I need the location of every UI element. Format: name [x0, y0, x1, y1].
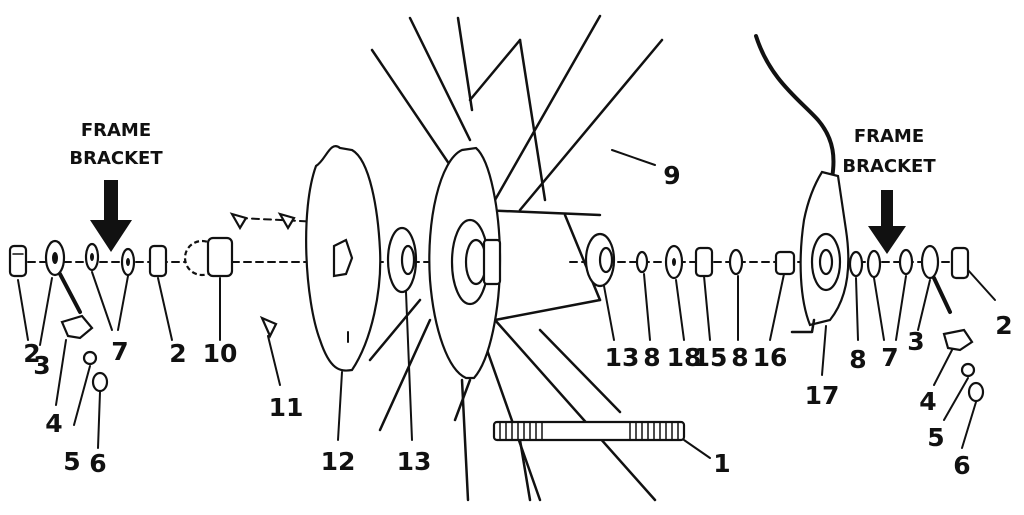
frame-bracket-right-line1: FRAME [854, 126, 924, 147]
frame-bracket-left-line2: BRACKET [69, 148, 163, 169]
washer-8-b [728, 248, 744, 276]
washer-5-left [82, 350, 98, 366]
callout-6: 6 [953, 451, 970, 480]
callout-17: 17 [805, 381, 840, 410]
callout-5: 5 [63, 447, 80, 476]
hub-13-left [386, 226, 418, 294]
callout-9: 9 [663, 161, 680, 190]
hub-13-right [584, 232, 616, 288]
washer-7-left-b [120, 247, 136, 277]
eye-bolt-3-left [44, 239, 82, 314]
washer-7-right-a [866, 249, 882, 279]
eye-bolt-3-right [920, 244, 952, 314]
callout-3: 3 [33, 351, 50, 380]
callout-12: 12 [321, 447, 356, 476]
callout-16: 16 [753, 343, 788, 372]
nut-15 [694, 246, 714, 278]
brake-cable [754, 34, 836, 180]
wheel-hub-assembly [428, 146, 502, 380]
callout-7: 7 [881, 343, 898, 372]
washer-7-left-a [84, 242, 100, 272]
callout-1: 1 [713, 449, 730, 478]
callout-2: 2 [995, 311, 1012, 340]
nut-6-left [91, 371, 109, 393]
washer-5-right [960, 362, 976, 378]
nut-2-center [148, 244, 168, 278]
callout-2: 2 [169, 339, 186, 368]
callout-13: 13 [397, 447, 432, 476]
washer-8-c [848, 250, 864, 278]
bushing-16 [774, 250, 796, 276]
sprocket-plate-12 [305, 145, 382, 372]
frame-bracket-arrow-right [868, 190, 906, 254]
callout-5: 5 [927, 423, 944, 452]
sprocket-10 [183, 236, 234, 278]
washer-7-right-b [898, 248, 914, 276]
callout-3: 3 [907, 327, 924, 356]
nut-2-left [8, 244, 28, 278]
frame-bracket-left-line1: FRAME [81, 120, 151, 141]
frame-bracket-arrow-left [90, 180, 132, 252]
callout-8: 8 [731, 343, 748, 372]
callout-8: 8 [849, 345, 866, 374]
leader-lines [17, 149, 996, 459]
washer-18 [664, 244, 684, 280]
nut-6-right [967, 381, 985, 403]
callout-11: 11 [269, 393, 304, 422]
callout-4: 4 [919, 387, 936, 416]
callout-2: 2 [23, 339, 40, 368]
wheel-outline [368, 14, 664, 502]
clamp-4-left [60, 314, 94, 340]
callout-18: 18 [667, 343, 702, 372]
callout-4: 4 [45, 409, 62, 438]
callout-15: 15 [693, 343, 728, 372]
callout-7: 7 [111, 337, 128, 366]
rivets-11 [229, 212, 296, 339]
nut-2-right [950, 246, 970, 280]
callout-6: 6 [89, 449, 106, 478]
axle-bolt-1 [492, 420, 686, 442]
brake-17 [790, 170, 850, 334]
callout-13: 13 [605, 343, 640, 372]
callout-8: 8 [643, 343, 660, 372]
frame-bracket-right-line2: BRACKET [842, 156, 936, 177]
washer-8-a [635, 250, 649, 274]
callout-10: 10 [203, 339, 238, 368]
clamp-4-right [942, 328, 974, 352]
callout-numbers: 2 3 4 5 6 7 2 10 11 12 13 9 13 8 18 15 8… [23, 161, 1012, 480]
